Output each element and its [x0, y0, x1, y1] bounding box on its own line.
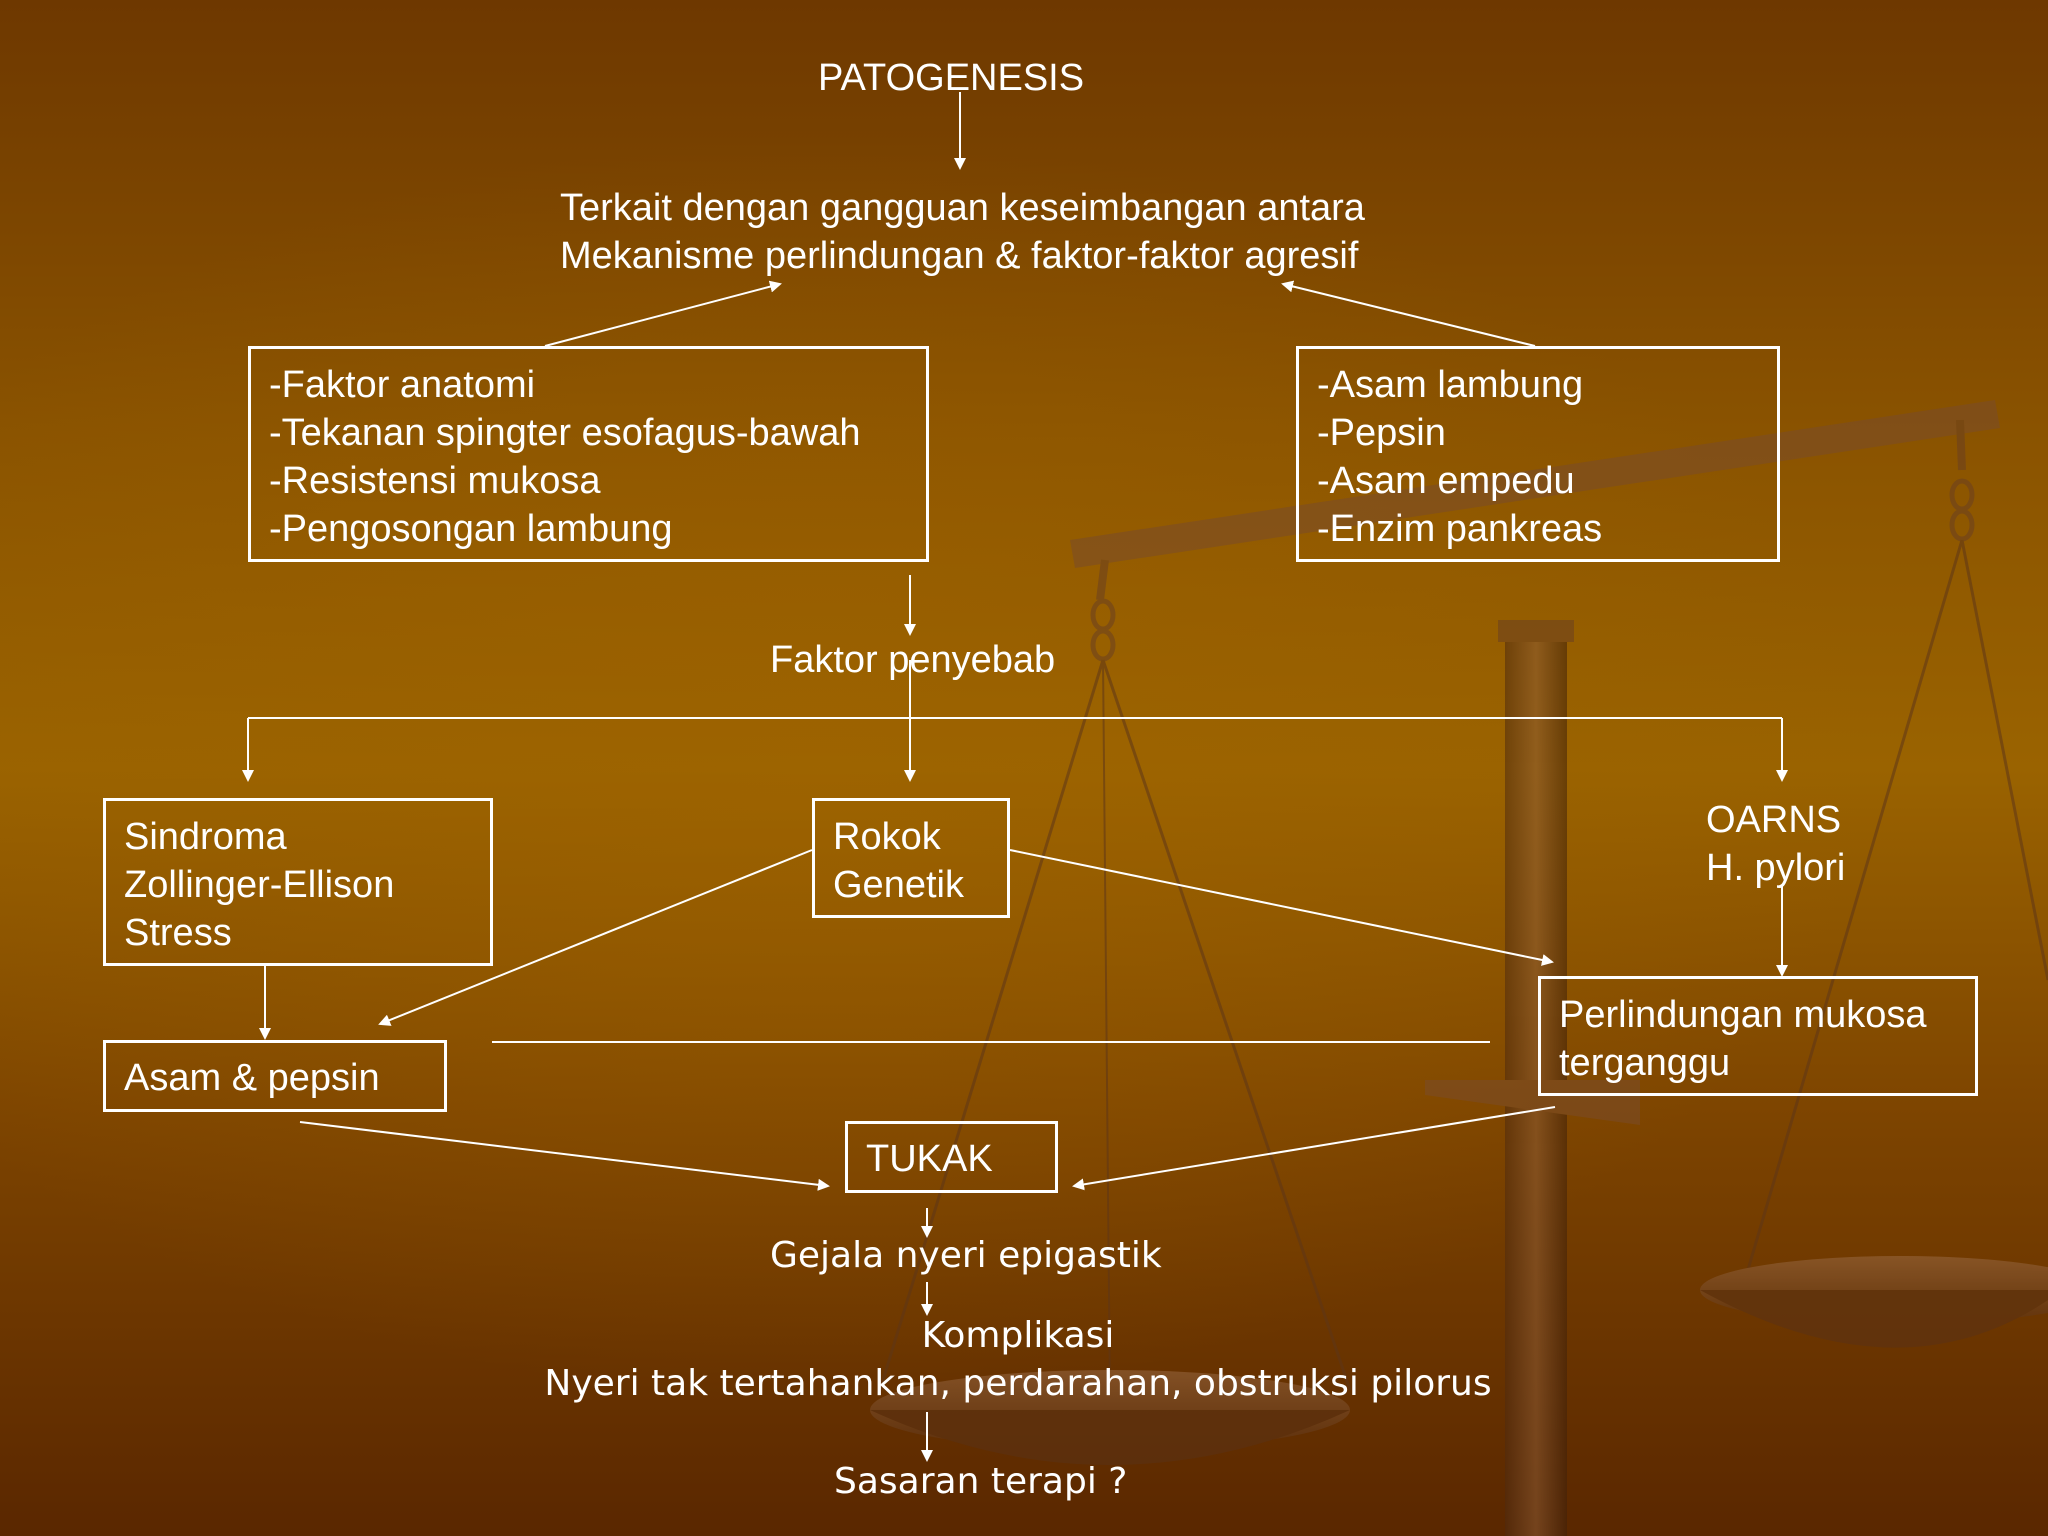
- protective-item: -Faktor anatomi: [269, 364, 536, 406]
- gejala-label: Gejala nyeri epigastik: [770, 1235, 1162, 1276]
- komplikasi-details: Nyeri tak tertahankan, perdarahan, obstr…: [544, 1363, 1492, 1404]
- sindroma-item: Zollinger-Ellison: [124, 864, 395, 906]
- perlindungan-item: terganggu: [1559, 1042, 1731, 1084]
- arrow-perlindungan-to-tukak: [1072, 1106, 1556, 1191]
- sindroma-item: Stress: [124, 912, 232, 954]
- protective-item: -Tekanan spingter esofagus-bawah: [269, 412, 861, 454]
- asam-pepsin-box: Asam & pepsin: [103, 1040, 447, 1112]
- asam-pepsin-label: Asam & pepsin: [124, 1057, 380, 1099]
- oarns-item: H. pylori: [1706, 847, 1846, 889]
- komplikasi-block: Komplikasi Nyeri tak tertahankan, perdar…: [544, 1312, 1492, 1408]
- aggressive-item: -Asam lambung: [1317, 364, 1584, 406]
- perlindungan-item: Perlindungan mukosa: [1559, 994, 1927, 1036]
- arrow-asam-to-tukak: [299, 1121, 830, 1191]
- tukak-label: TUKAK: [866, 1138, 993, 1180]
- aggressive-item: -Pepsin: [1317, 412, 1446, 454]
- central-concept: Terkait dengan gangguan keseimbangan ant…: [560, 184, 1365, 280]
- arrow-protective-to-central: [544, 280, 782, 347]
- arrow-aggressive-to-central: [1281, 280, 1536, 347]
- protective-item: -Pengosongan lambung: [269, 508, 673, 550]
- oarns-hpylori-label: OARNS H. pylori: [1706, 796, 1845, 892]
- faktor-penyebab-label: Faktor penyebab: [770, 639, 1056, 681]
- rokok-genetik-box: Rokok Genetik: [812, 798, 1010, 918]
- oarns-item: OARNS: [1706, 799, 1842, 841]
- central-line-1: Terkait dengan gangguan keseimbangan ant…: [560, 187, 1365, 229]
- protective-item: -Resistensi mukosa: [269, 460, 601, 502]
- protective-factors-box: -Faktor anatomi -Tekanan spingter esofag…: [248, 346, 929, 562]
- aggressive-item: -Asam empedu: [1317, 460, 1575, 502]
- sindroma-item: Sindroma: [124, 816, 287, 858]
- diagram-title: PATOGENESIS: [818, 57, 1085, 99]
- perlindungan-mukosa-box: Perlindungan mukosa terganggu: [1538, 976, 1978, 1096]
- rokok-item: Rokok: [833, 816, 941, 858]
- sindroma-box: Sindroma Zollinger-Ellison Stress: [103, 798, 493, 966]
- sasaran-terapi-label: Sasaran terapi ?: [834, 1461, 1128, 1502]
- arrow-rokok-to-perlindungan: [1009, 849, 1554, 966]
- rokok-item: Genetik: [833, 864, 964, 906]
- aggressive-item: -Enzim pankreas: [1317, 508, 1603, 550]
- aggressive-factors-box: -Asam lambung -Pepsin -Asam empedu -Enzi…: [1296, 346, 1780, 562]
- arrow-rokok-to-asam: [378, 849, 813, 1026]
- central-line-2: Mekanisme perlindungan & faktor-faktor a…: [560, 235, 1359, 277]
- komplikasi-heading: Komplikasi: [921, 1315, 1115, 1356]
- tukak-box: TUKAK: [845, 1121, 1058, 1193]
